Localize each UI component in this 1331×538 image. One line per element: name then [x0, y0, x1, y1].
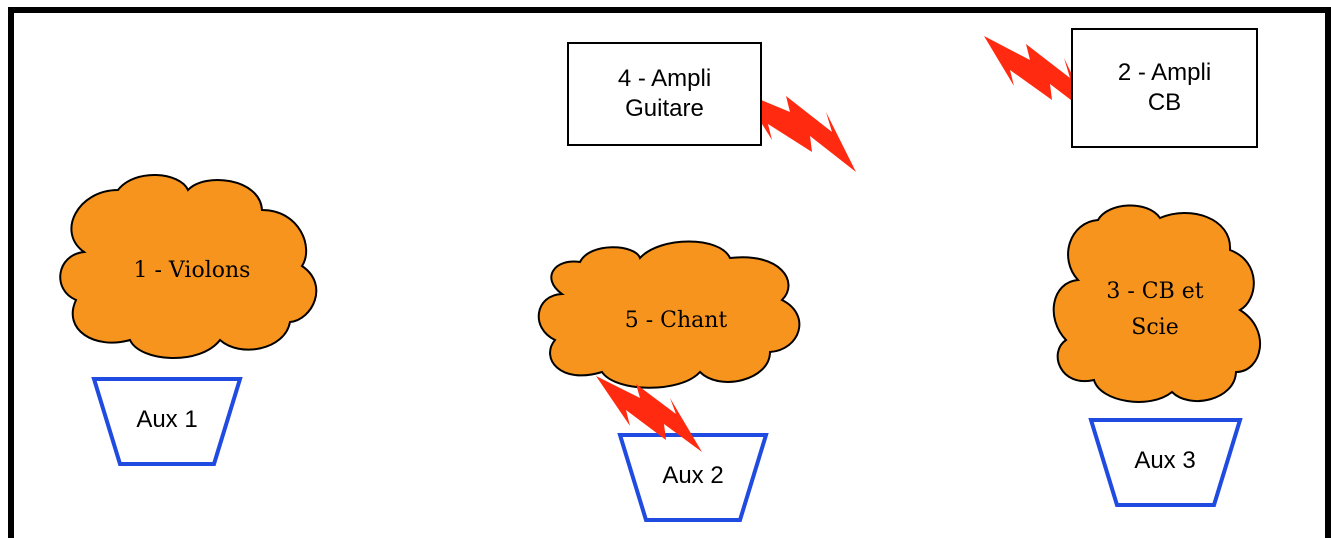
- amp-cb-label-line1: 2 - Ampli: [1117, 59, 1212, 86]
- lightning-icon: [742, 92, 856, 172]
- violons-label-line1: 1 - Violons: [133, 258, 251, 283]
- aux1-label: Aux 1: [136, 406, 198, 433]
- amp-cb-label-line2: CB: [1147, 89, 1182, 116]
- aux1-monitor: [91, 377, 243, 466]
- stage-frame: [8, 7, 1331, 538]
- amp-guitar-label-line1: 4 - Ampli: [617, 65, 712, 92]
- chant-label: 5 - Chant: [576, 306, 776, 336]
- violons-cloud: [59, 174, 318, 359]
- lightning-icon: [984, 36, 1092, 116]
- cb-scie-cloud: [1052, 204, 1262, 403]
- chant-label-line1: 5 - Chant: [624, 308, 728, 333]
- amp-guitar-box: 4 - Ampli Guitare: [567, 42, 762, 146]
- amp-guitar-label-line2: Guitare: [625, 95, 704, 122]
- violons-label: 1 - Violons: [92, 256, 292, 286]
- aux3-monitor: [1088, 418, 1243, 507]
- aux2-monitor: [617, 433, 769, 522]
- cb-scie-label-line1: 3 - CB et: [1106, 279, 1204, 304]
- aux2-label: Aux 2: [662, 462, 724, 489]
- aux3-label: Aux 3: [1134, 447, 1196, 474]
- amp-cb-box: 2 - Ampli CB: [1071, 28, 1258, 148]
- cb-scie-label: 3 - CB et Scie: [1060, 274, 1250, 346]
- chant-cloud: [537, 240, 801, 389]
- lightning-icon: [596, 376, 702, 452]
- cb-scie-label-line2: Scie: [1131, 315, 1179, 340]
